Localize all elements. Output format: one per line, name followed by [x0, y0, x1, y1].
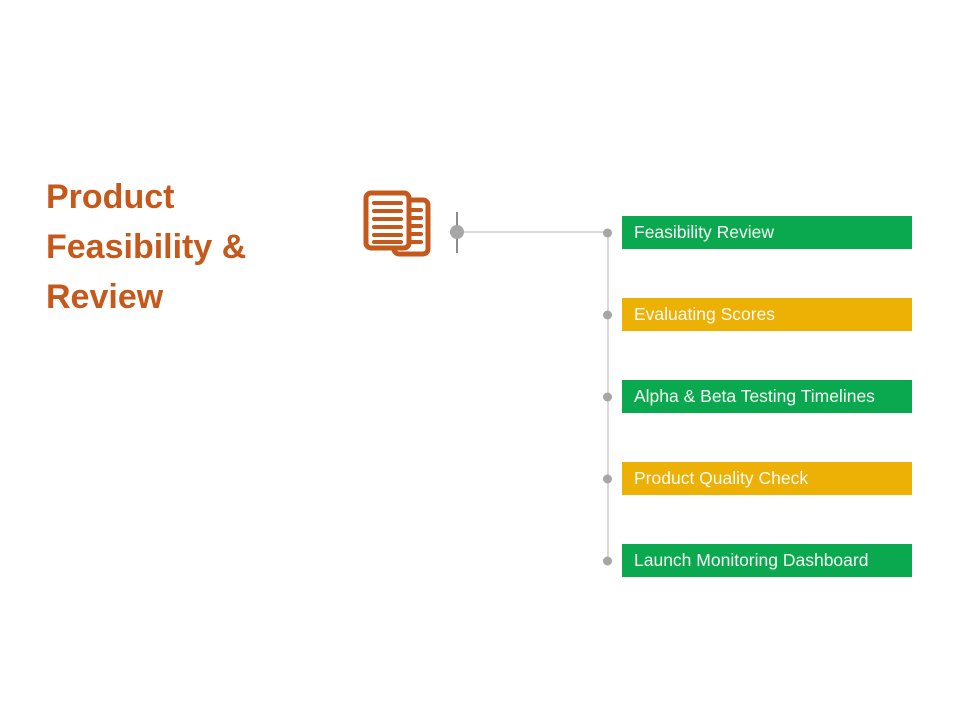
- anchor-dot: [450, 225, 464, 239]
- connector-horizontal-line: [457, 231, 608, 233]
- list-item[interactable]: Alpha & Beta Testing Timelines: [603, 380, 912, 413]
- list-item[interactable]: Product Quality Check: [603, 462, 912, 495]
- connector-dot: [603, 556, 612, 565]
- item-list: Feasibility Review Evaluating Scores Alp…: [603, 216, 912, 577]
- page-title-line-2: Feasibility &: [46, 228, 247, 266]
- documents-report-icon: [363, 190, 431, 257]
- list-item[interactable]: Evaluating Scores: [603, 298, 912, 331]
- list-item[interactable]: Launch Monitoring Dashboard: [603, 544, 912, 577]
- list-item-label: Launch Monitoring Dashboard: [634, 550, 869, 570]
- connector-dot: [603, 392, 612, 401]
- list-item-label: Evaluating Scores: [634, 304, 776, 324]
- list-item-label: Feasibility Review: [634, 222, 775, 242]
- connector-dot: [603, 474, 612, 483]
- page-title-line-1: Product: [46, 178, 175, 216]
- connector-dot: [603, 228, 612, 237]
- connector-dot: [603, 310, 612, 319]
- page-title-line-3: Review: [46, 278, 164, 316]
- list-item-label: Alpha & Beta Testing Timelines: [634, 386, 875, 406]
- list-item-label: Product Quality Check: [634, 468, 809, 488]
- page-title: Product Feasibility & Review: [46, 172, 346, 322]
- list-item[interactable]: Feasibility Review: [603, 216, 912, 249]
